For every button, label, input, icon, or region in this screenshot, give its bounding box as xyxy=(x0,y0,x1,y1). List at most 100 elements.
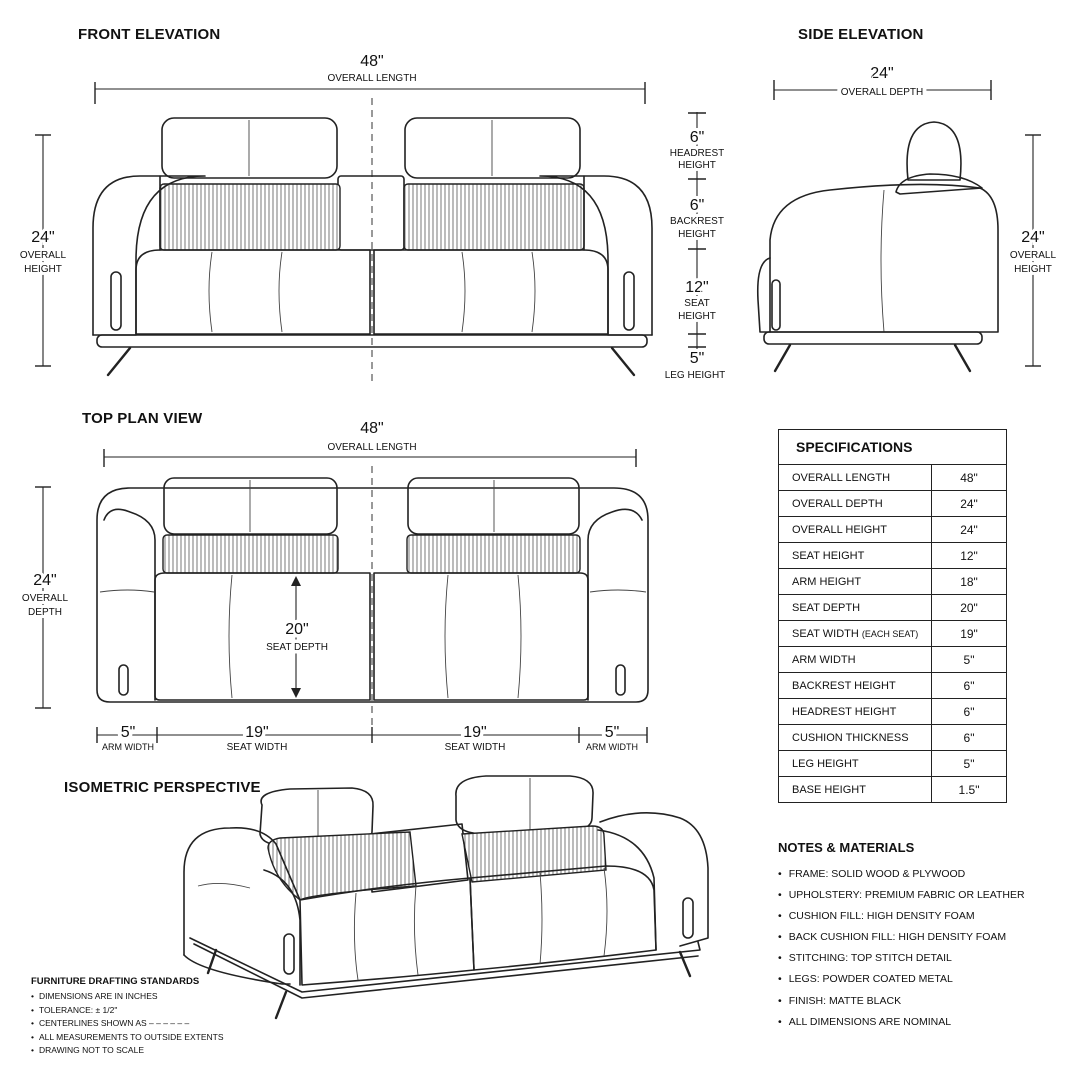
spec-label: BASE HEIGHT xyxy=(779,776,932,802)
seat-depth-dimension: 20" SEAT DEPTH xyxy=(263,576,331,698)
spec-value: 19" xyxy=(931,620,1006,647)
seat-width-left-value: 19" xyxy=(245,724,268,741)
seat-height-label-1: SEAT xyxy=(684,298,709,309)
headrest-height-label-1: HEADREST xyxy=(670,148,724,159)
top-plan-view: TOP PLAN VIEW 48" OVERALL LENGTH xyxy=(19,410,649,753)
side-height-value: 24" xyxy=(1021,229,1044,246)
front-elevation-title: FRONT ELEVATION xyxy=(78,26,220,43)
front-length-value: 48" xyxy=(360,53,383,70)
seat-width-right-value: 19" xyxy=(463,724,486,741)
front-height-value: 24" xyxy=(31,229,54,246)
front-elevation-view: FRONT ELEVATION 48" OVERALL LENGTH xyxy=(17,26,727,382)
list-item: FINISH: MATTE BLACK xyxy=(778,991,1068,1012)
front-sofa-drawing xyxy=(92,117,653,377)
spec-label-note: (EACH SEAT) xyxy=(861,628,919,639)
arm-width-right-value: 5" xyxy=(605,724,620,741)
isometric-view: ISOMETRIC PERSPECTIVE xyxy=(64,775,709,1020)
spec-value: 18" xyxy=(931,568,1006,595)
side-height-dimension: 24" OVERALL HEIGHT xyxy=(1007,134,1060,367)
seat-depth-label: SEAT DEPTH xyxy=(266,642,328,653)
front-length-dimension: 48" OVERALL LENGTH xyxy=(94,53,646,104)
spec-label: BACKREST HEIGHT xyxy=(779,672,932,699)
spec-value: 5" xyxy=(931,646,1006,673)
spec-label: OVERALL HEIGHT xyxy=(779,516,932,543)
spec-label: SEAT WIDTH xyxy=(792,627,859,640)
notes-materials-section: NOTES & MATERIALS FRAME: SOLID WOOD & PL… xyxy=(778,840,1068,1033)
top-depth-label-1: OVERALL xyxy=(22,593,69,604)
front-height-label-2: HEIGHT xyxy=(24,264,62,275)
seat-height-value: 12" xyxy=(685,279,708,296)
side-elevation-view: SIDE ELEVATION 24" OVERALL DEPTH 24" xyxy=(756,26,1060,373)
headrest-height-label-2: HEIGHT xyxy=(678,160,716,171)
list-item: STITCHING: TOP STITCH DETAIL xyxy=(778,948,1068,969)
top-length-value: 48" xyxy=(360,420,383,437)
list-item: ALL MEASUREMENTS TO OUTSIDE EXTENTS xyxy=(31,1031,311,1045)
spec-value: 48" xyxy=(931,465,1006,491)
list-item: TOLERANCE: ± 1/2" xyxy=(31,1004,311,1018)
top-plan-title: TOP PLAN VIEW xyxy=(82,410,203,427)
top-length-dimension: 48" OVERALL LENGTH xyxy=(103,420,637,467)
front-length-label: OVERALL LENGTH xyxy=(327,73,416,84)
side-depth-dimension: 24" OVERALL DEPTH xyxy=(773,65,992,102)
top-width-dimensions: 5" 19" 19" 5" ARM WIDTH SEAT WIDTH SEAT … xyxy=(96,721,648,753)
isometric-sofa-drawing xyxy=(183,775,709,1020)
top-length-label: OVERALL LENGTH xyxy=(327,442,416,453)
spec-value: 12" xyxy=(931,542,1006,569)
backrest-height-value: 6" xyxy=(690,197,705,214)
spec-label: ARM WIDTH xyxy=(779,646,932,673)
side-sofa-drawing xyxy=(756,121,999,373)
notes-list: FRAME: SOLID WOOD & PLYWOOD UPHOLSTERY: … xyxy=(778,864,1068,1033)
leg-height-value: 5" xyxy=(690,350,705,367)
spec-label: OVERALL LENGTH xyxy=(779,465,932,491)
list-item: FRAME: SOLID WOOD & PLYWOOD xyxy=(778,864,1068,885)
spec-value: 24" xyxy=(931,490,1006,517)
spec-value: 6" xyxy=(931,672,1006,699)
backrest-height-label-1: BACKREST xyxy=(670,216,724,227)
spec-value: 1.5" xyxy=(958,782,980,797)
front-stacked-dimensions: 6" HEADREST HEIGHT 6" BACKREST HEIGHT 12… xyxy=(665,112,727,381)
list-item: DRAWING NOT TO SCALE xyxy=(31,1044,311,1058)
front-height-label-1: OVERALL xyxy=(20,250,67,261)
standards-list: DIMENSIONS ARE IN INCHES TOLERANCE: ± 1/… xyxy=(31,990,311,1058)
seat-width-left-label: SEAT WIDTH xyxy=(227,742,288,753)
list-item: CENTERLINES SHOWN AS – – – – – – xyxy=(31,1017,311,1031)
notes-title: NOTES & MATERIALS xyxy=(778,840,915,855)
spec-value: 5" xyxy=(931,750,1006,777)
top-depth-value: 24" xyxy=(33,572,56,589)
arm-width-right-label: ARM WIDTH xyxy=(586,742,638,752)
spec-value: 6" xyxy=(931,724,1006,751)
headrest-height-value: 6" xyxy=(690,129,705,146)
list-item: UPHOLSTERY: PREMIUM FABRIC OR LEATHER xyxy=(778,885,1068,906)
spec-value: 24" xyxy=(931,516,1006,543)
list-item: ALL DIMENSIONS ARE NOMINAL xyxy=(778,1012,1068,1033)
leg-height-label: LEG HEIGHT xyxy=(665,370,726,381)
table-row: BASE HEIGHT 1.5" xyxy=(779,776,1006,802)
side-elevation-title: SIDE ELEVATION xyxy=(798,26,924,43)
seat-height-label-2: HEIGHT xyxy=(678,311,716,322)
spec-label: OVERALL DEPTH xyxy=(779,490,932,517)
table-row: SEAT WIDTH (EACH SEAT)19" xyxy=(779,620,1006,647)
arm-width-left-value: 5" xyxy=(121,724,136,741)
spec-label: ARM HEIGHT xyxy=(779,568,932,595)
seat-width-right-label: SEAT WIDTH xyxy=(445,742,506,753)
top-depth-dimension: 24" OVERALL DEPTH xyxy=(19,486,72,709)
spec-label: SEAT DEPTH xyxy=(779,594,932,621)
drafting-standards-section: FURNITURE DRAFTING STANDARDS DIMENSIONS … xyxy=(31,976,311,1058)
side-height-label-1: OVERALL xyxy=(1010,250,1057,261)
standards-title: FURNITURE DRAFTING STANDARDS xyxy=(31,976,200,987)
spec-label-cell: SEAT WIDTH (EACH SEAT) xyxy=(779,620,932,647)
list-item: BACK CUSHION FILL: HIGH DENSITY FOAM xyxy=(778,927,1068,948)
